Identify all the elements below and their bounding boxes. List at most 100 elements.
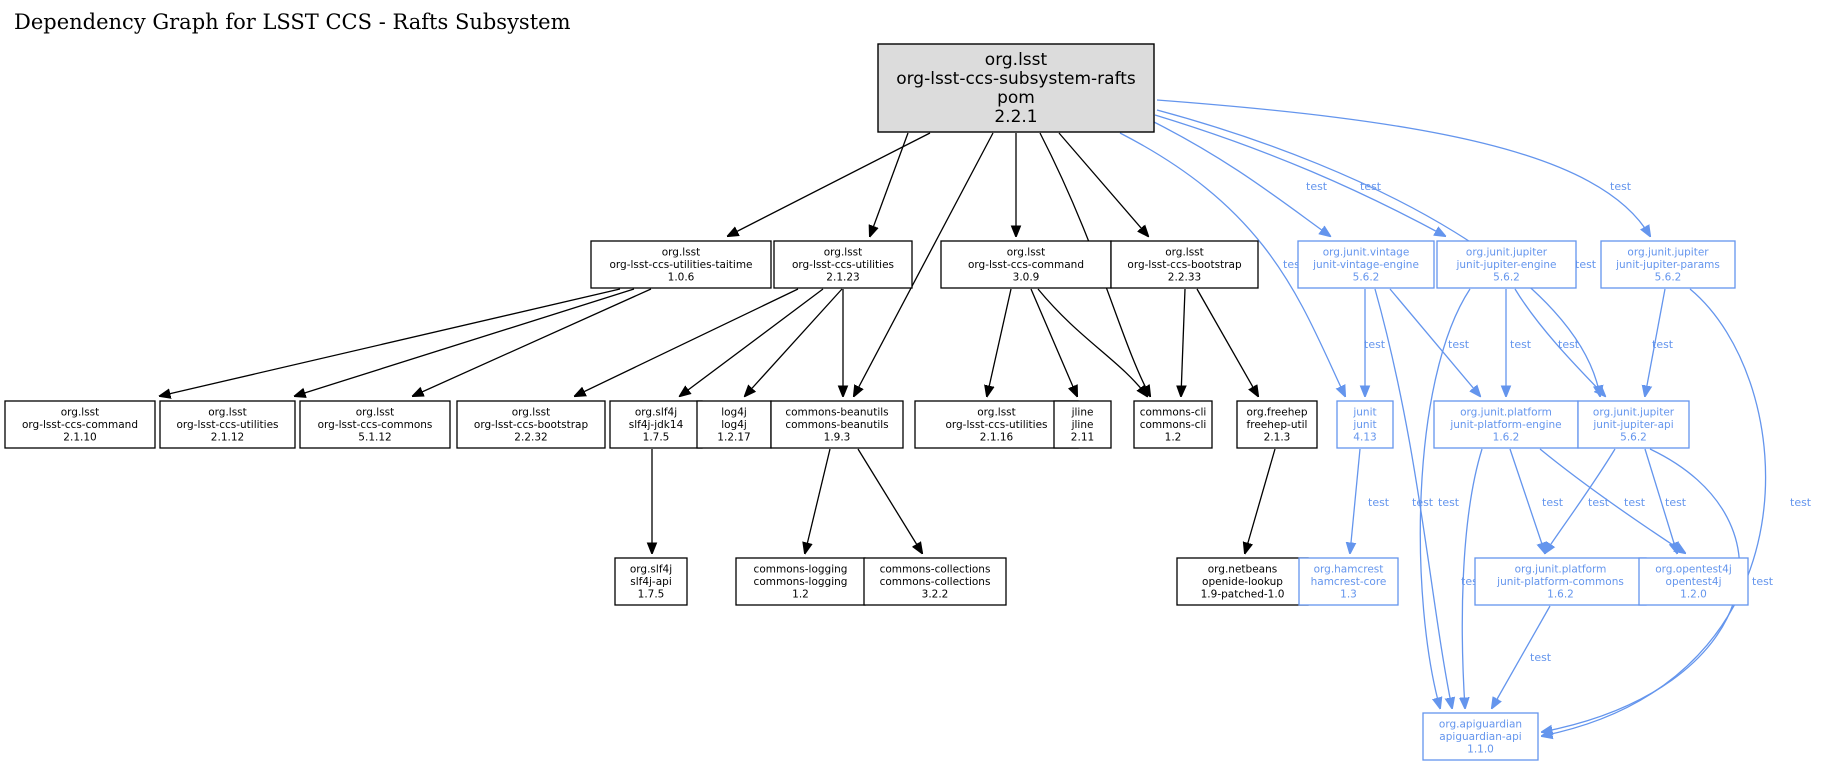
node-label-line: junit-jupiter-api (1592, 419, 1673, 431)
node-label-line: commons-cli (1140, 419, 1207, 431)
node-box (1433, 400, 1579, 449)
edge-line (1644, 448, 1677, 553)
node-label-line: org.hamcrest (1314, 564, 1384, 576)
edge-label: test (1306, 180, 1328, 193)
edge-line (870, 132, 909, 236)
node-label-line: org-lsst-ccs-utilities-taitime (609, 259, 752, 271)
node-box (1176, 557, 1309, 606)
edge-line (1419, 288, 1471, 708)
node-label-line: 2.2.32 (514, 432, 547, 444)
node-label-line: commons-beanutils (785, 407, 888, 419)
edge-line (1119, 132, 1345, 396)
node-box (735, 557, 866, 606)
graph-title: Dependency Graph for LSST CCS - Rafts Su… (14, 10, 571, 34)
edge-label: test (1558, 338, 1580, 351)
node-taitime: org.lsstorg-lsst-ccs-utilities-taitime1.… (590, 240, 772, 289)
edges-layer: test test test test test test test test test test… (160, 99, 1812, 736)
node-box (914, 400, 1079, 449)
edge-util2123-to-log4j (745, 288, 843, 396)
node-label-line: 2.1.12 (211, 432, 244, 444)
edge-root-to-jparams: test (1156, 99, 1650, 236)
node-pengine: org.junit.platformjunit-platform-engine1… (1433, 400, 1579, 449)
node-label-line: org.lsst (512, 407, 551, 419)
node-label-line: 1.7.5 (643, 432, 670, 444)
node-label-line: 3.0.9 (1013, 272, 1040, 284)
node-label-line: slf4j-jdk14 (629, 419, 684, 431)
edge-line (1156, 99, 1650, 236)
edge-label: test (1412, 496, 1434, 509)
edge-jparams-to-apiguardian: test (1542, 288, 1812, 736)
node-box (1236, 400, 1318, 449)
node-box (1298, 557, 1399, 606)
node-label-line: 2.11 (1071, 432, 1094, 444)
edge-label: test (1438, 496, 1460, 509)
edge-line (854, 132, 994, 396)
node-label-line: org.opentest4j (1655, 564, 1732, 576)
edge-line (1245, 448, 1276, 553)
node-label-line: org.lsst (61, 407, 100, 419)
node-label-line: 2.1.23 (826, 272, 859, 284)
edge-line (1509, 448, 1545, 553)
edge-boot2233-to-freehep (1196, 288, 1258, 396)
edge-jparams-to-japi: test (1645, 288, 1674, 396)
edge-line (1645, 288, 1666, 396)
edge-beanutils-to-logging (805, 448, 831, 553)
node-label-line: 4.13 (1353, 432, 1376, 444)
edge-util2123-to-slf4jjdk (680, 288, 824, 396)
node-label-line: log4j (721, 407, 747, 419)
node-label-line: org.freehep (1246, 407, 1307, 419)
node-label-line: org.lsst (208, 407, 247, 419)
edge-line (1492, 605, 1551, 708)
edge-cmd309-to-util2116 (987, 288, 1012, 396)
node-box (456, 400, 606, 449)
edge-junit-to-hamcrest: test (1350, 448, 1390, 553)
node-box (1053, 400, 1112, 449)
node-label-line: org-lsst-ccs-utilities (792, 259, 894, 271)
edge-root-to-vintage: test (1149, 119, 1330, 236)
edge-line (857, 448, 922, 553)
edge-line (745, 288, 843, 396)
node-label-line: org.junit.jupiter (1466, 247, 1548, 259)
edge-jengine-to-pengine: test (1506, 289, 1532, 396)
node-box (590, 240, 772, 289)
node-label-line: org.junit.jupiter (1593, 407, 1675, 419)
node-label-line: 2.2.1 (994, 107, 1037, 127)
node-label-line: org-lsst-ccs-utilities (176, 419, 278, 431)
node-label-line: 1.9-patched-1.0 (1201, 589, 1285, 601)
node-label-line: junit-platform-commons (1496, 576, 1624, 588)
edge-label: test (1610, 180, 1632, 193)
node-box (159, 400, 296, 449)
edge-label: test (1510, 338, 1532, 351)
edge-line (1542, 288, 1767, 736)
edge-label: test (1530, 651, 1552, 664)
edge-line (413, 288, 652, 396)
node-label-line: org.lsst (1007, 247, 1046, 259)
node-label-line: org-lsst-ccs-bootstrap (1127, 259, 1242, 271)
node-label-line: 5.6.2 (1353, 272, 1380, 284)
node-label-line: org.junit.jupiter (1627, 247, 1709, 259)
node-label-line: 1.6.2 (1547, 589, 1574, 601)
edge-line (575, 288, 799, 396)
node-label-line: apiguardian-api (1439, 731, 1521, 743)
node-label-line: org.apiguardian (1439, 719, 1522, 731)
node-label-line: log4j (721, 419, 747, 431)
edge-line (1149, 119, 1330, 236)
edge-label: test (1364, 338, 1386, 351)
edge-line (805, 448, 831, 553)
node-label-line: 1.7.5 (638, 589, 665, 601)
node-collections: commons-collectionscommons-collections3.… (863, 557, 1007, 606)
edge-line (680, 288, 824, 396)
edge-vintage-to-apiguardian: test (1374, 288, 1452, 708)
node-jparams: org.junit.jupiterjunit-jupiter-params5.6… (1600, 240, 1736, 289)
node-label-line: 1.3 (1340, 589, 1357, 601)
edge-pengine-to-pcommons: test (1509, 448, 1564, 553)
